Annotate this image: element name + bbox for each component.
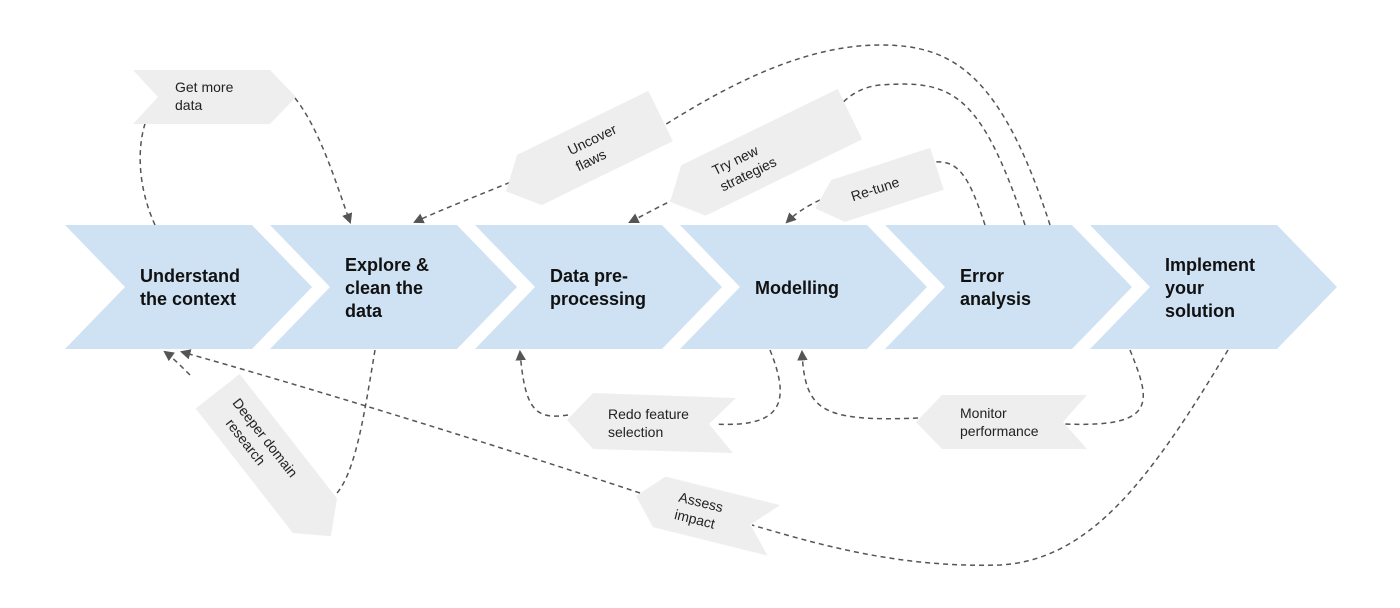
arrow-assess-impact (182, 350, 1229, 567)
arrow-monitor-performance (802, 350, 1145, 426)
tag-assess-impact (635, 476, 781, 556)
arrow-try-new-strategies (630, 83, 1026, 225)
tag-re-tune (815, 147, 944, 222)
stage-chevron-explore (270, 225, 517, 349)
stage-chevron-understand (65, 225, 312, 349)
tag-deeper-domain-research (195, 374, 338, 537)
stage-label-modelling: Modelling (755, 278, 839, 298)
stage-label-preprocessing: Data pre-processing (550, 266, 646, 309)
stage-chevron-preprocessing (475, 225, 722, 349)
tag-uncover-flaws (506, 90, 673, 206)
tag-get-more-data (133, 70, 296, 124)
stage-chevron-implement (1090, 225, 1337, 349)
tag-monitor-performance (916, 395, 1087, 449)
stage-chevron-modelling (680, 225, 927, 349)
arrow-get-more-data (139, 97, 350, 225)
arrow-redo-feature-selection (520, 350, 781, 426)
arrow-re-tune (787, 161, 986, 225)
stage-chevron-error-analysis (885, 225, 1132, 349)
tag-try-new-strategies (670, 88, 863, 216)
tag-redo-feature-selection (567, 393, 736, 453)
